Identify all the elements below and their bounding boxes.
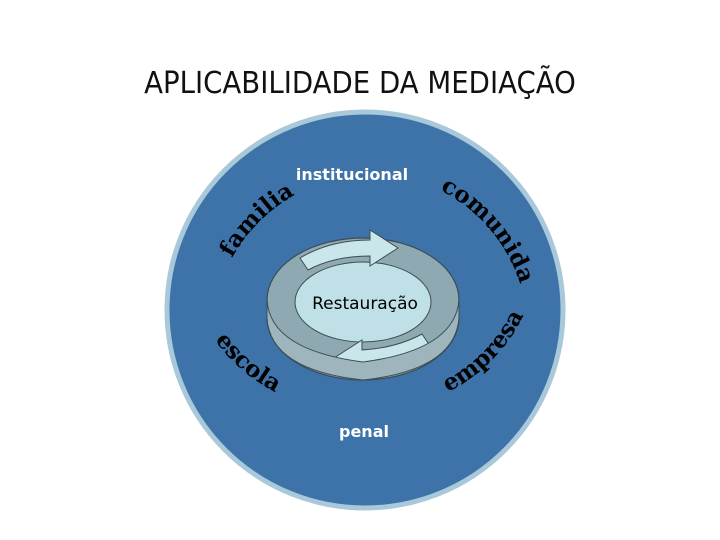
label-familiar: familiar (0, 0, 298, 261)
outer-ring (164, 109, 566, 511)
label-restauracao: Restauração (312, 294, 418, 314)
label-institucional: institucional (296, 165, 408, 184)
restoration-cycle (266, 229, 460, 381)
slide-title: APLICABILIDADE DA MEDIAÇÃO (144, 66, 576, 101)
label-penal: penal (339, 422, 389, 441)
